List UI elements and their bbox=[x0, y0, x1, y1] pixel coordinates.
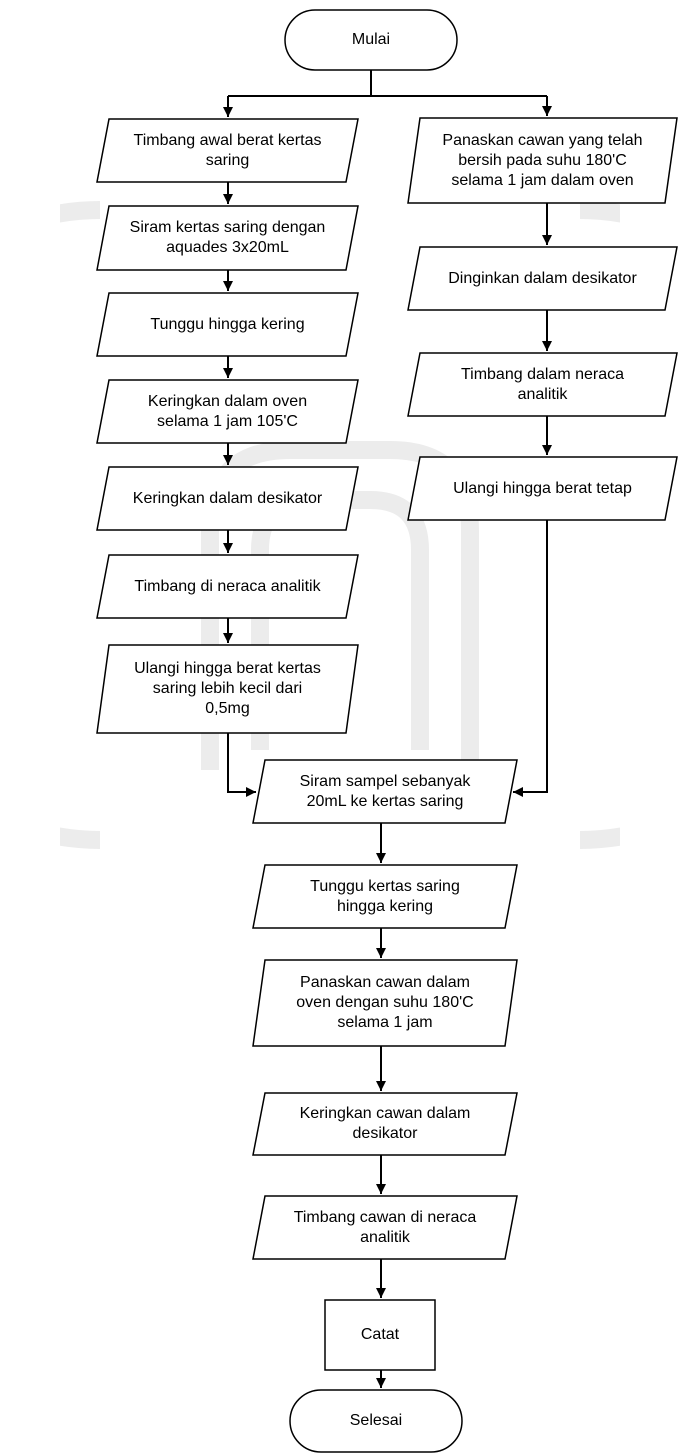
center-step-4 bbox=[252, 1092, 518, 1156]
left-step-1 bbox=[96, 118, 359, 183]
start-terminator bbox=[284, 9, 458, 71]
left-step-3 bbox=[96, 292, 359, 357]
center-step-3 bbox=[252, 959, 518, 1047]
left-step-6 bbox=[96, 554, 359, 619]
right-step-1 bbox=[407, 117, 678, 204]
left-step-2 bbox=[96, 205, 359, 271]
connector-l7-merge bbox=[227, 733, 256, 797]
right-step-2 bbox=[407, 246, 678, 311]
record-process bbox=[324, 1299, 436, 1371]
right-step-4 bbox=[407, 456, 678, 521]
center-step-2 bbox=[252, 864, 518, 929]
left-step-4 bbox=[96, 379, 359, 444]
center-step-5 bbox=[252, 1195, 518, 1260]
center-step-1 bbox=[252, 759, 518, 824]
end-terminator bbox=[289, 1389, 463, 1453]
left-step-7 bbox=[96, 644, 359, 734]
connector-r4-merge bbox=[513, 520, 548, 797]
left-step-5 bbox=[96, 466, 359, 531]
right-step-3 bbox=[407, 352, 678, 417]
